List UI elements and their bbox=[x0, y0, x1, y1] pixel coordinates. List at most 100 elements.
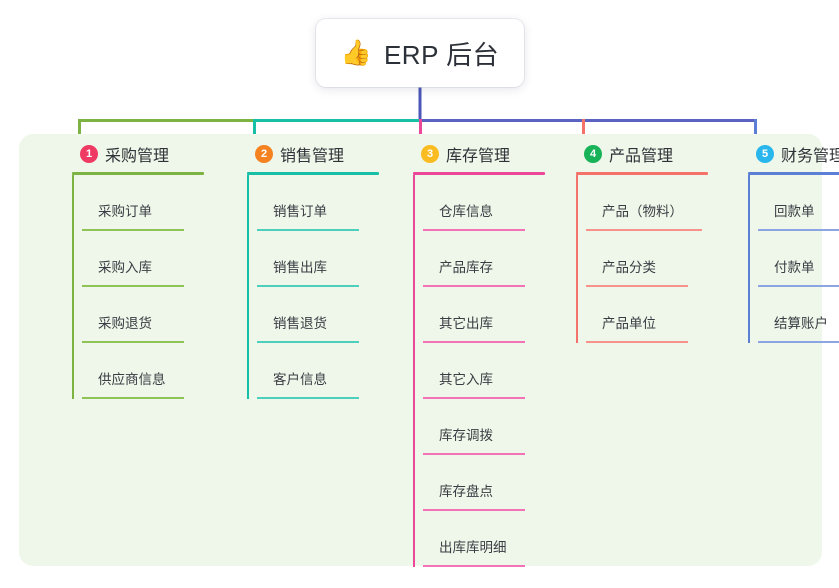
leaf-label: 其它入库 bbox=[439, 372, 493, 387]
branch-leaves-5: 回款单 付款单 结算账户 bbox=[736, 175, 839, 343]
branch-header-2[interactable]: 2 销售管理 bbox=[235, 134, 395, 174]
list-item[interactable]: 产品（物料） bbox=[564, 175, 724, 231]
branch-title-3: 库存管理 bbox=[446, 148, 511, 165]
branch-leaves-4: 产品（物料） 产品分类 产品单位 bbox=[564, 175, 724, 343]
list-item[interactable]: 客户信息 bbox=[235, 343, 395, 399]
leaf-label: 采购入库 bbox=[98, 260, 152, 275]
branch-column-5[interactable]: 5 财务管理 回款单 付款单 结算账户 bbox=[736, 134, 839, 343]
leaf-rule bbox=[257, 229, 359, 231]
leaf-label: 付款单 bbox=[774, 260, 815, 275]
leaf-label: 销售出库 bbox=[273, 260, 327, 275]
branch-header-1[interactable]: 1 采购管理 bbox=[60, 134, 220, 174]
leaf-label: 产品（物料） bbox=[602, 204, 683, 219]
leaf-label: 客户信息 bbox=[273, 372, 327, 387]
branch-spine-5 bbox=[748, 175, 750, 343]
leaf-rule bbox=[423, 397, 525, 399]
leaf-rule bbox=[82, 285, 184, 287]
branch-badge-1: 1 bbox=[80, 145, 98, 163]
branch-badge-4: 4 bbox=[584, 145, 602, 163]
branch-spine-1 bbox=[72, 175, 74, 399]
leaf-rule bbox=[423, 229, 525, 231]
branch-leaves-2: 销售订单 销售出库 销售退货 客户信息 bbox=[235, 175, 395, 399]
leaf-rule bbox=[82, 341, 184, 343]
list-item[interactable]: 出库库明细 bbox=[401, 511, 561, 567]
leaf-rule bbox=[423, 453, 525, 455]
leaf-label: 回款单 bbox=[774, 204, 815, 219]
leaf-label: 仓库信息 bbox=[439, 204, 493, 219]
leaf-label: 供应商信息 bbox=[98, 372, 166, 387]
thumbs-up-icon: 👍 bbox=[340, 38, 372, 67]
leaf-rule bbox=[586, 341, 688, 343]
list-item[interactable]: 其它出库 bbox=[401, 287, 561, 343]
branch-header-rule-3 bbox=[413, 172, 545, 175]
list-item[interactable]: 产品单位 bbox=[564, 287, 724, 343]
list-item[interactable]: 销售订单 bbox=[235, 175, 395, 231]
leaf-label: 其它出库 bbox=[439, 316, 493, 331]
list-item[interactable]: 结算账户 bbox=[736, 287, 839, 343]
leaf-label: 销售订单 bbox=[273, 204, 327, 219]
branch-title-4: 产品管理 bbox=[609, 148, 674, 165]
branch-header-rule-2 bbox=[247, 172, 379, 175]
branch-header-4[interactable]: 4 产品管理 bbox=[564, 134, 724, 174]
branch-column-2[interactable]: 2 销售管理 销售订单 销售出库 销售退货 客户信息 bbox=[235, 134, 395, 399]
list-item[interactable]: 供应商信息 bbox=[60, 343, 220, 399]
leaf-label: 库存盘点 bbox=[439, 484, 493, 499]
leaf-rule bbox=[758, 229, 839, 231]
leaf-label: 产品库存 bbox=[439, 260, 493, 275]
list-item[interactable]: 库存盘点 bbox=[401, 455, 561, 511]
leaf-label: 产品单位 bbox=[602, 316, 656, 331]
branch-header-rule-1 bbox=[72, 172, 204, 175]
leaf-label: 采购订单 bbox=[98, 204, 152, 219]
leaf-label: 结算账户 bbox=[774, 316, 828, 331]
leaf-label: 库存调拨 bbox=[439, 428, 493, 443]
leaf-rule bbox=[257, 285, 359, 287]
leaf-label: 产品分类 bbox=[602, 260, 656, 275]
list-item[interactable]: 回款单 bbox=[736, 175, 839, 231]
branches-panel bbox=[19, 134, 822, 566]
branch-column-3[interactable]: 3 库存管理 仓库信息 产品库存 其它出库 其它入库 bbox=[401, 134, 561, 567]
branch-title-2: 销售管理 bbox=[280, 148, 345, 165]
list-item[interactable]: 仓库信息 bbox=[401, 175, 561, 231]
list-item[interactable]: 产品库存 bbox=[401, 231, 561, 287]
list-item[interactable]: 销售退货 bbox=[235, 287, 395, 343]
leaf-rule bbox=[257, 397, 359, 399]
leaf-rule bbox=[758, 285, 839, 287]
leaf-rule bbox=[758, 341, 839, 343]
branch-column-4[interactable]: 4 产品管理 产品（物料） 产品分类 产品单位 bbox=[564, 134, 724, 343]
leaf-rule bbox=[82, 229, 184, 231]
branch-column-1[interactable]: 1 采购管理 采购订单 采购入库 采购退货 供应商信 bbox=[60, 134, 220, 399]
list-item[interactable]: 其它入库 bbox=[401, 343, 561, 399]
branch-spine-2 bbox=[247, 175, 249, 399]
branch-leaves-1: 采购订单 采购入库 采购退货 供应商信息 bbox=[60, 175, 220, 399]
leaf-rule bbox=[423, 565, 525, 567]
list-item[interactable]: 采购入库 bbox=[60, 231, 220, 287]
list-item[interactable]: 采购订单 bbox=[60, 175, 220, 231]
leaf-rule bbox=[82, 397, 184, 399]
root-node-card[interactable]: 👍 ERP 后台 bbox=[316, 19, 524, 87]
branch-title-5: 财务管理 bbox=[781, 148, 839, 165]
root-node-title: ERP 后台 bbox=[383, 39, 500, 70]
list-item[interactable]: 付款单 bbox=[736, 231, 839, 287]
branch-title-1: 采购管理 bbox=[105, 148, 170, 165]
branch-spine-3 bbox=[413, 175, 415, 567]
branch-badge-5: 5 bbox=[756, 145, 774, 163]
leaf-label: 采购退货 bbox=[98, 316, 152, 331]
list-item[interactable]: 销售出库 bbox=[235, 231, 395, 287]
leaf-rule bbox=[423, 509, 525, 511]
branch-columns: 1 采购管理 采购订单 采购入库 采购退货 供应商信 bbox=[19, 134, 839, 567]
branch-header-rule-4 bbox=[576, 172, 708, 175]
branch-badge-2: 2 bbox=[255, 145, 273, 163]
leaf-label: 出库库明细 bbox=[439, 540, 507, 555]
leaf-rule bbox=[257, 341, 359, 343]
branch-header-5[interactable]: 5 财务管理 bbox=[736, 134, 839, 174]
list-item[interactable]: 产品分类 bbox=[564, 231, 724, 287]
leaf-rule bbox=[586, 285, 688, 287]
leaf-rule bbox=[423, 285, 525, 287]
branch-header-rule-5 bbox=[748, 172, 839, 175]
leaf-label: 销售退货 bbox=[273, 316, 327, 331]
list-item[interactable]: 库存调拨 bbox=[401, 399, 561, 455]
leaf-rule bbox=[586, 229, 702, 231]
list-item[interactable]: 采购退货 bbox=[60, 287, 220, 343]
branch-header-3[interactable]: 3 库存管理 bbox=[401, 134, 561, 174]
